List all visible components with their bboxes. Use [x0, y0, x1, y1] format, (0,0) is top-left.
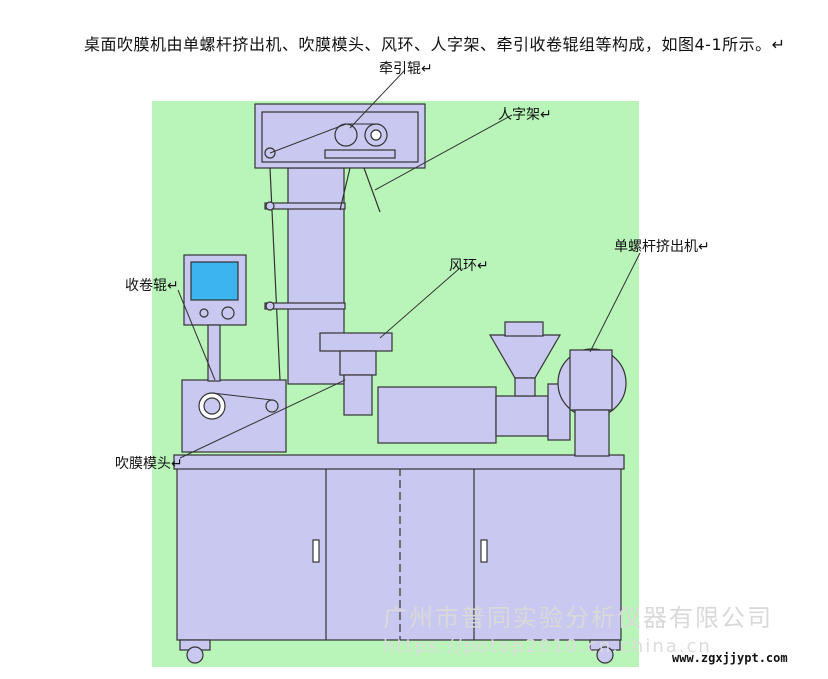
air-ring-part	[319, 332, 393, 352]
extruder-barrel	[377, 386, 497, 444]
intro-paragraph: 桌面吹膜机由单螺杆挤出机、吹膜模头、风环、人字架、牵引收卷辊组等构成，如图4-1…	[84, 35, 786, 54]
label-blown-film-die: 吹膜模头↵	[115, 456, 183, 472]
base-cabinet	[176, 467, 622, 641]
die-part	[343, 374, 373, 416]
tower	[287, 167, 345, 385]
watermark-company: 广州市普同实验分析仪器有限公司	[383, 604, 773, 632]
watermark-site: www.zgxjjypt.com	[672, 651, 788, 665]
label-herringbone-frame: 人字架↵	[498, 107, 552, 123]
control-screen	[190, 261, 239, 301]
label-air-ring: 风环↵	[449, 258, 489, 274]
label-winding-roller: 收卷辊↵	[125, 278, 179, 294]
label-traction-roller: 牵引辊↵	[379, 61, 433, 77]
winding-box	[181, 379, 287, 453]
watermark-url: https://potop2010.cn.china.cn	[383, 636, 712, 657]
table-top	[173, 454, 625, 470]
label-single-screw-extruder: 单螺杆挤出机↵	[614, 239, 710, 255]
